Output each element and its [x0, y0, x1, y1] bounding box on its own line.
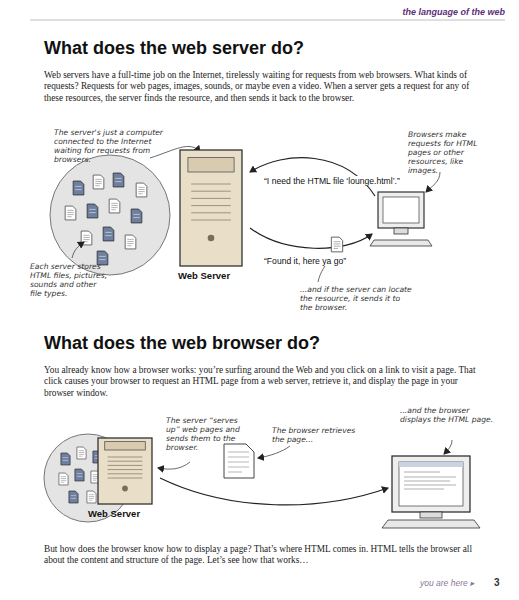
web-server: Web Server [178, 148, 244, 281]
callout: Each server stores HTML files, pictures,… [30, 262, 108, 298]
body-text: You already know how a browser works: yo… [44, 365, 484, 399]
server-label: Web Server [178, 270, 230, 281]
callout: The browser retrieves the page... [272, 426, 360, 444]
running-header: the language of the web [330, 7, 505, 17]
callout: Browsers make requests for HTML pages or… [408, 130, 488, 175]
server-tower [178, 148, 244, 268]
body-text: Web servers have a full-time job on the … [44, 70, 484, 104]
callout: ...and if the server can locate the reso… [300, 285, 412, 312]
body-text: But how does the browser know how to dis… [44, 544, 484, 567]
section-heading: What does the web browser do? [44, 333, 320, 354]
footer-note: you are here ▸ [420, 578, 474, 588]
page-number: 3 [494, 577, 500, 588]
callout: ...and the browser displays the HTML pag… [400, 406, 500, 424]
callout: The server's just a computer connected t… [54, 128, 164, 164]
server-label: Web Server [88, 508, 140, 519]
callout: The server “serves up” web pages and sen… [166, 416, 246, 452]
section-heading: What does the web server do? [44, 38, 304, 59]
web-server: Web Server [96, 436, 154, 519]
server-tower [96, 436, 154, 506]
request-label: “I need the HTML file ‘lounge.html’.” [262, 176, 402, 186]
response-label: “Found it, here ya go” [262, 256, 348, 266]
